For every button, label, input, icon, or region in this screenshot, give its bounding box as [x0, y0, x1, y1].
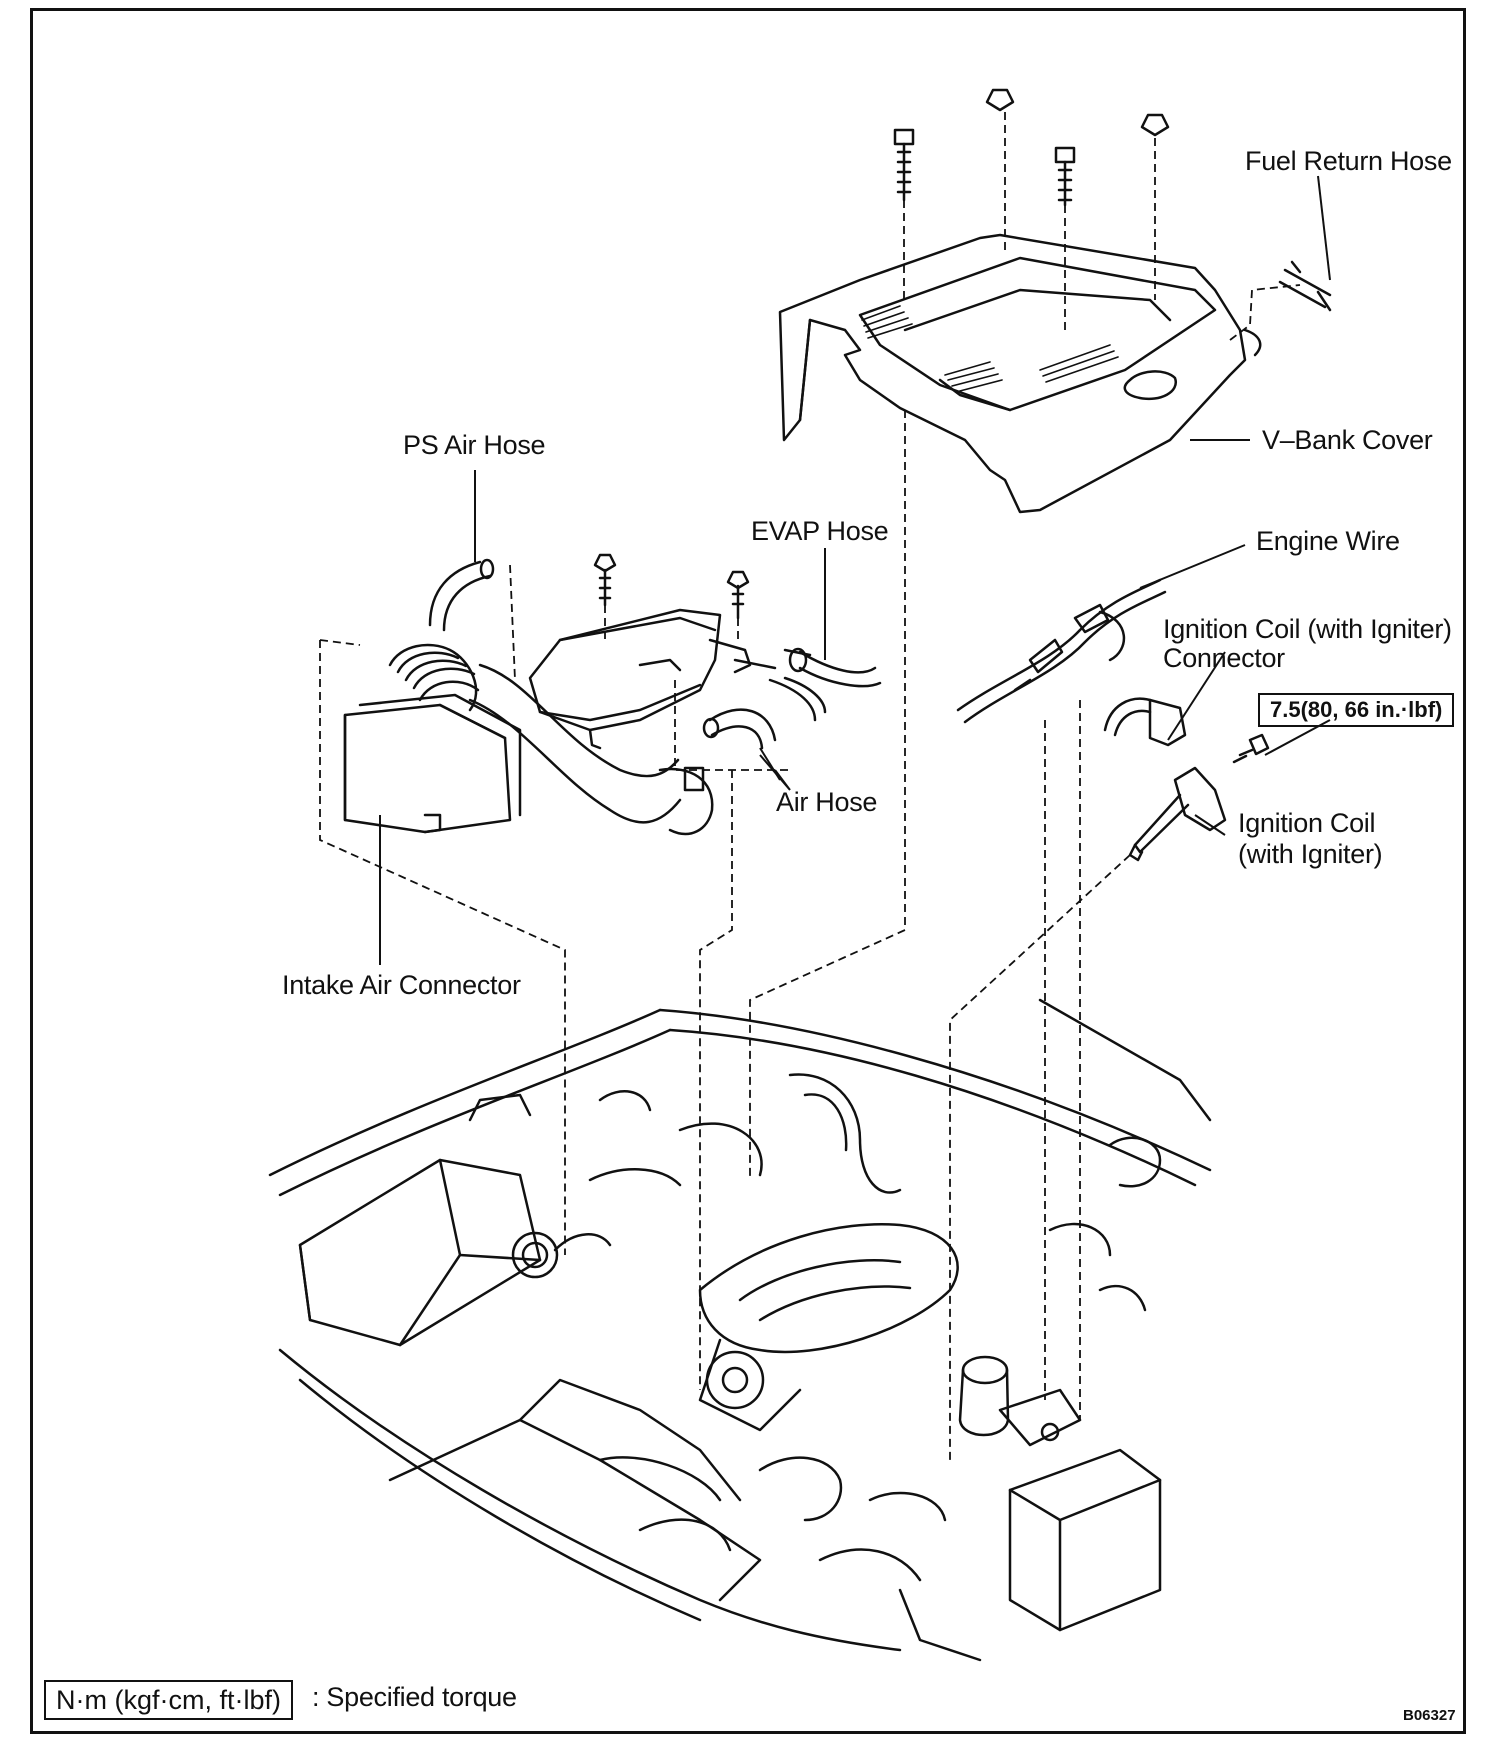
cover-bolt-right: [1054, 146, 1076, 207]
cover-bolt-left: [893, 128, 915, 202]
label-ignition-coil-connector-line2: Connector: [1163, 643, 1285, 673]
label-air-hose: Air Hose: [776, 787, 878, 817]
label-v-bank-cover: V–Bank Cover: [1262, 425, 1433, 455]
label-ignition-coil-line2: (with Igniter): [1238, 839, 1383, 869]
engine-wire-harness: [956, 578, 1167, 724]
torque-legend-description: : Specified torque: [312, 1682, 517, 1712]
figure-id: B06327: [1403, 1707, 1456, 1724]
ps-air-hose: [428, 558, 495, 632]
label-engine-wire: Engine Wire: [1256, 526, 1400, 556]
intake-bolt-1: [593, 553, 617, 607]
cover-nut-center: [985, 88, 1015, 112]
evap-hose: [783, 647, 882, 688]
coil-bolt: [1232, 733, 1270, 764]
cover-nut-right: [1140, 113, 1170, 137]
ignition-coil-connector: [1103, 697, 1187, 747]
label-ignition-coil-line1: Ignition Coil: [1238, 808, 1376, 838]
v-bank-cover: [778, 233, 1262, 514]
label-evap-hose: EVAP Hose: [751, 516, 889, 546]
intake-bolt-2: [726, 570, 750, 620]
intake-air-connector: [343, 608, 777, 836]
ignition-coil: [1128, 766, 1227, 862]
engine-bay: [268, 998, 1212, 1662]
air-hose: [702, 676, 827, 750]
label-ps-air-hose: PS Air Hose: [403, 430, 546, 460]
label-ignition-coil-connector-line1: Ignition Coil (with Igniter): [1163, 614, 1452, 644]
diagram-frame: [30, 8, 1466, 1734]
label-intake-air-connector: Intake Air Connector: [282, 970, 521, 1000]
label-fuel-return-hose: Fuel Return Hose: [1245, 146, 1452, 176]
torque-spec-box: 7.5(80, 66 in.·lbf): [1258, 693, 1455, 727]
torque-unit-legend-box: N·m (kgf·cm, ft·lbf): [44, 1680, 293, 1720]
